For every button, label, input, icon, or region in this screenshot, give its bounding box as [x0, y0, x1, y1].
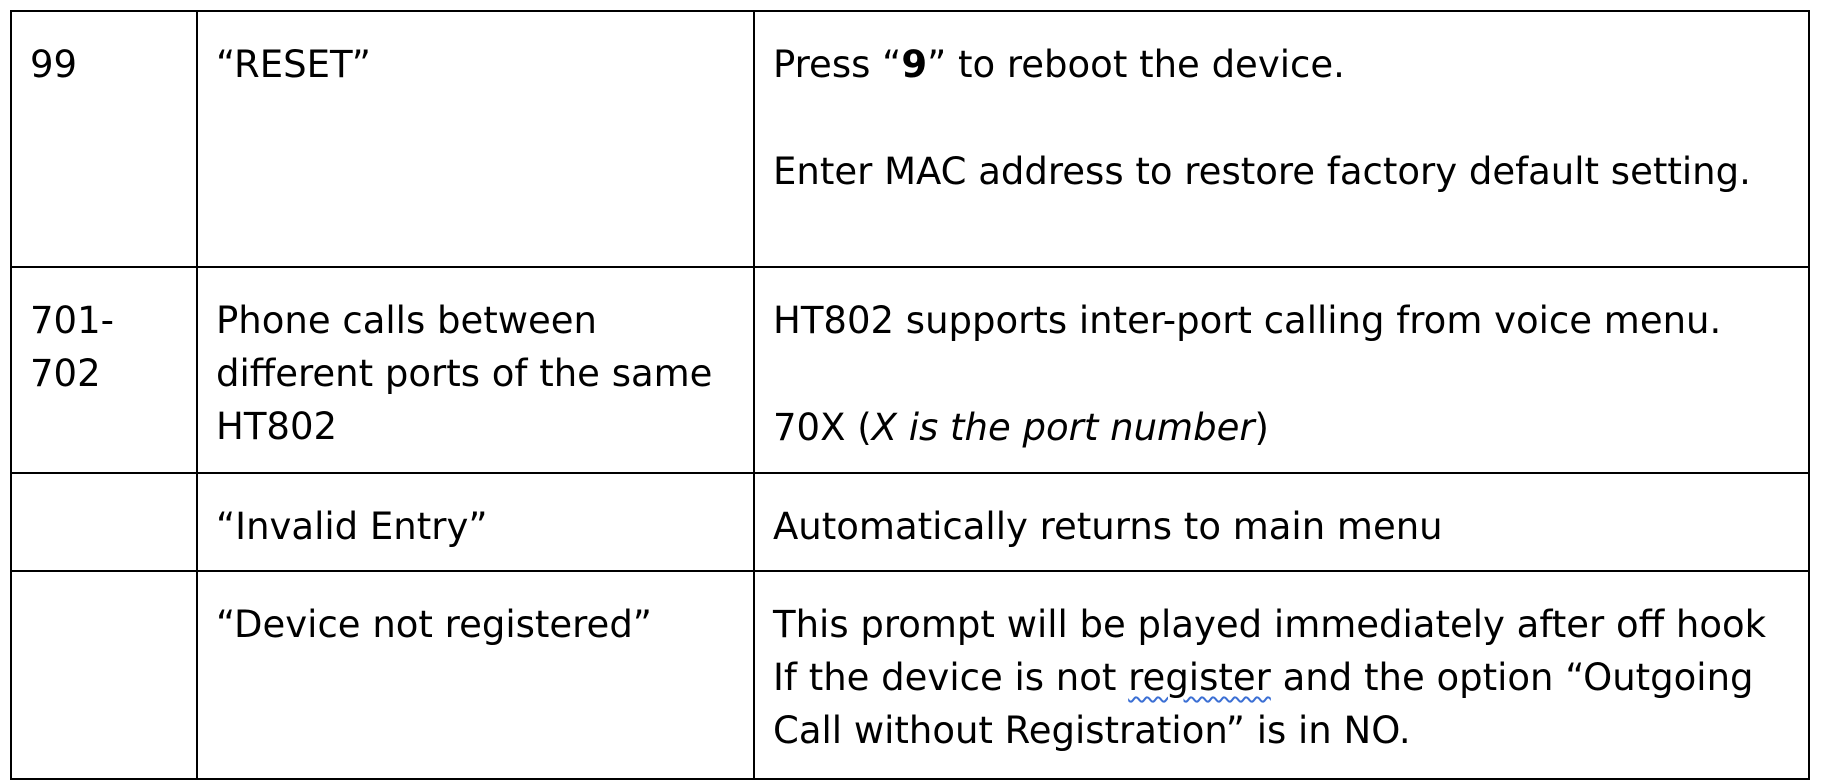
description-cell: Automatically returns to main menu [753, 472, 1810, 572]
voice-prompt: “RESET” [216, 43, 371, 86]
description-text: Press “ [773, 43, 902, 86]
menu-code: 99 [30, 43, 78, 86]
description-paragraph: Automatically returns to main menu [773, 505, 1443, 548]
menu-code: 701-702 [30, 299, 114, 395]
voice-prompt-cell: Phone calls between different ports of t… [196, 266, 755, 474]
key-digit: 9 [901, 43, 928, 86]
description-paragraph: HT802 supports inter-port calling from v… [773, 299, 1722, 342]
description-text: and the option “Outgoing Call without Re… [773, 656, 1754, 752]
voice-prompt-cell: “Device not registered” [196, 570, 755, 780]
description-paragraph: This prompt will be played immediately a… [773, 598, 1790, 757]
description-text: ” to reboot the device. [927, 43, 1345, 86]
voice-prompt: Phone calls between different ports of t… [216, 299, 713, 448]
menu-code-cell [10, 472, 198, 572]
voice-prompt-cell: “Invalid Entry” [196, 472, 755, 572]
description-text: ) [1254, 406, 1269, 449]
table-row: “Device not registered” This prompt will… [10, 570, 1810, 780]
description-paragraph: Press “9” to reboot the device. [773, 38, 1790, 91]
voice-prompt: “Invalid Entry” [216, 505, 488, 548]
spellcheck-flagged-word[interactable]: register [1128, 656, 1271, 699]
port-note: X is the port number [871, 406, 1255, 449]
description-paragraph: 70X (X is the port number) [773, 401, 1790, 454]
description-text: 70X ( [773, 406, 872, 449]
table-row: “Invalid Entry” Automatically returns to… [10, 472, 1810, 572]
voice-prompt-cell: “RESET” [196, 10, 755, 268]
menu-code-cell: 701-702 [10, 266, 198, 474]
description-cell: Press “9” to reboot the device. Enter MA… [753, 10, 1810, 268]
table-row: 701-702 Phone calls between different po… [10, 266, 1810, 474]
description-cell: This prompt will be played immediately a… [753, 570, 1810, 780]
description-text: This prompt will be played immediately a… [773, 603, 1767, 699]
voice-prompt: “Device not registered” [216, 603, 652, 646]
description-paragraph: Enter MAC address to restore factory def… [773, 150, 1751, 193]
voice-menu-table: 99 “RESET” Press “9” to reboot the devic… [10, 10, 1810, 780]
menu-code-cell [10, 570, 198, 780]
description-cell: HT802 supports inter-port calling from v… [753, 266, 1810, 474]
table-row: 99 “RESET” Press “9” to reboot the devic… [10, 10, 1810, 268]
menu-code-cell: 99 [10, 10, 198, 268]
